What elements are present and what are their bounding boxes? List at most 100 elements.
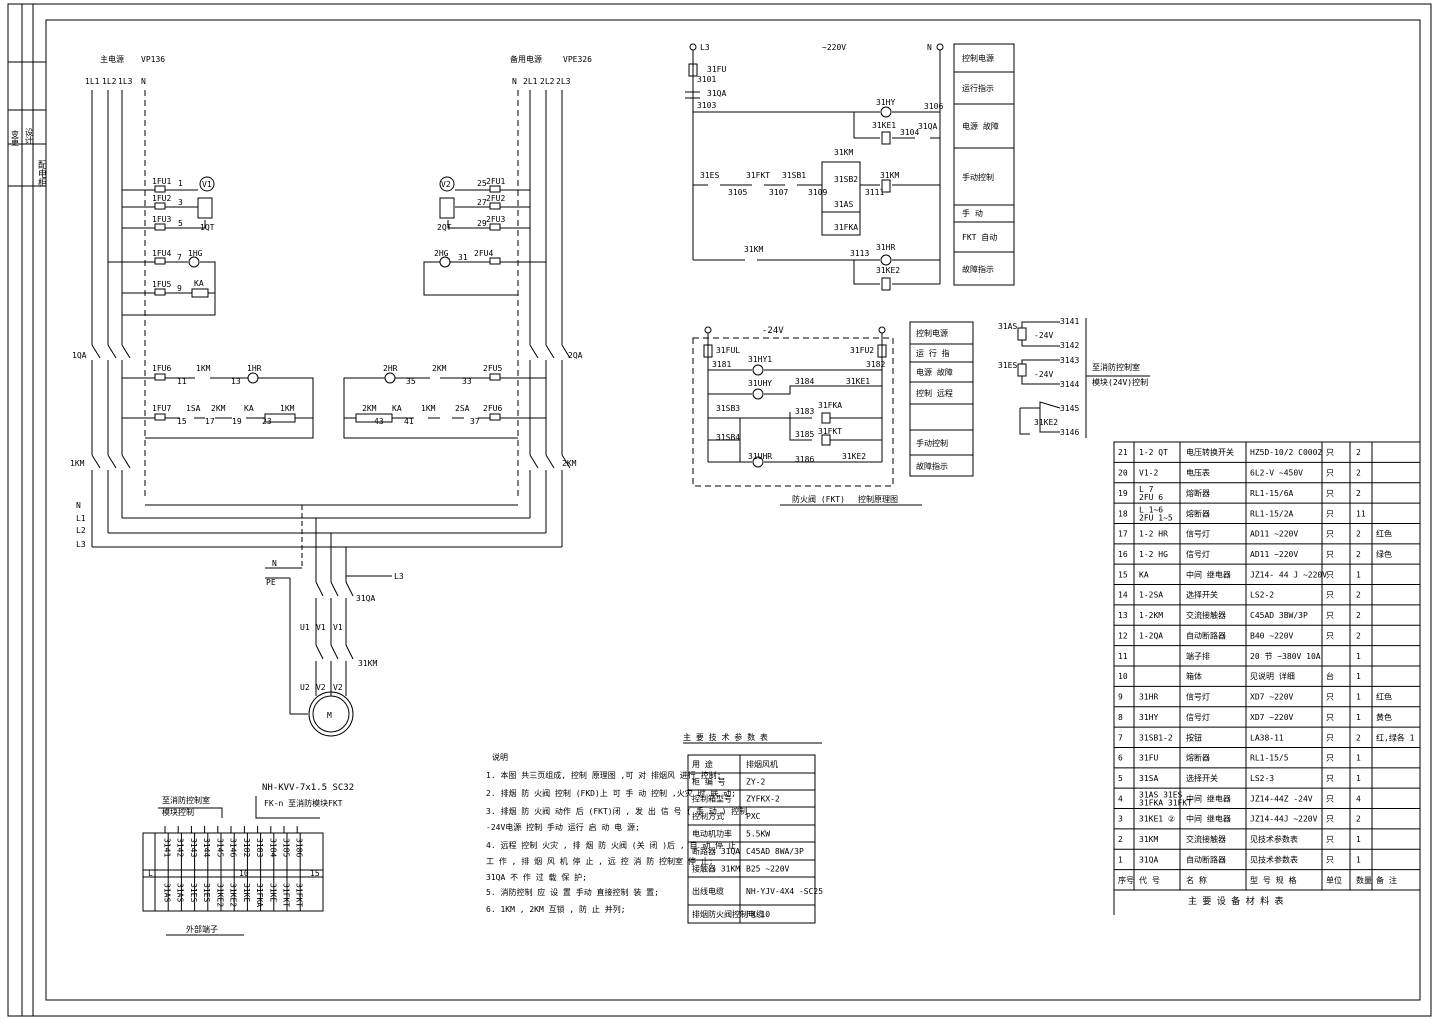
wire-9: 9 [177,284,182,293]
bom-cell-18-2: 中间 继电器 [1186,814,1231,824]
coil-1km: 1KM [280,404,295,413]
notes-item-4: 4. 远程 控制 火灾 , 排 烟 防 火阀 (关 闭 )后 , 自 动 停 止 [486,840,736,850]
bom-cell-17-0: 4 [1118,794,1123,803]
bom-cell-7-0: 14 [1118,591,1128,600]
bom-cell-8-5: 2 [1356,611,1361,620]
motor-outer [308,691,354,737]
tb-cable-sub: FK-n 至消防模块 [264,798,328,808]
bom-cell-12-6: 红色 [1376,692,1392,702]
motor-l3-label: L3 [394,572,404,581]
bom-cell-3-1-0: L 1~6 [1139,505,1163,514]
bom-cell-14-3: LA38-11 [1250,733,1284,742]
io-term-4: 3145 [1060,404,1079,413]
tb-top-7: 3183 [255,838,264,857]
left-strip-r1: 变更 [11,129,20,147]
bom-cell-13-3: XD7 ~220V [1250,713,1294,722]
bom-cell-9-3: B40 ~220V [1250,631,1294,640]
right-phase-1: 2L1 [523,77,538,86]
bom-cell-6-1: KA [1139,570,1149,579]
ctrl-as: 31AS [834,200,853,209]
bom-cell-1-4: 只 [1326,469,1334,478]
right-breaker-2qa: 2QA [529,344,583,455]
wire-27: 27 [477,198,487,207]
io-es: 31ES [998,361,1017,370]
bom-cell-19-4: 只 [1326,835,1334,844]
bom-cell-0-5: 2 [1356,448,1361,457]
bom-cell-20-1: 31QA [1139,855,1158,864]
relay-ka: KA [194,279,204,288]
bom-cell-7-3: LS2-2 [1250,591,1274,600]
right-control-branch: 2FU5 2FU6 33 35 37 41 43 2KM 2HR 2SA 1KM… [343,364,546,439]
motor-symbol: M [327,711,332,720]
notes-title: 说明 [492,752,508,762]
terminal-block: NH-KVV-7x1.5 SC32 FK-n 至消防模块 FKT 至消防控制室 … [142,783,354,936]
notes-item-0: 1. 本图 共三页组成, 控制 原理图 ,可 对 排烟风 进行 控制; [486,770,721,780]
bom-header-4: 单位 [1326,875,1342,885]
bom-cell-6-0: 15 [1118,570,1128,579]
terminal-w2: V2 [333,683,343,692]
wire-33: 33 [462,377,472,386]
dc-uhy: 31UHY [748,379,772,388]
bom-cell-9-5: 2 [1356,631,1361,640]
ctrl-3107: 3107 [769,188,788,197]
tb-bottom-2: 31ES [189,883,198,902]
bom-cell-3-5: 11 [1356,509,1366,518]
dc-3184: 3184 [795,377,814,386]
wire-31: 31 [458,253,468,262]
bom-cell-14-5: 2 [1356,733,1361,742]
wire-1: 1 [178,179,183,188]
dc-voltage: -24V [762,326,784,336]
bom-cell-9-2: 自动断路器 [1186,630,1226,640]
bom-cell-5-3: AD11 ~220V [1250,550,1298,559]
bom-cell-1-5: 2 [1356,469,1361,478]
bom-cell-15-3: RL1-15/5 [1250,754,1289,763]
io-24v-b: -24V [1034,370,1053,379]
bom-cell-11-5: 1 [1356,672,1361,681]
switch-1sa: 1SA [186,404,201,413]
bom-cell-13-1: 31HY [1139,713,1158,722]
bom-header-5: 数量 [1356,875,1372,885]
motor-km-label: 31KM [358,659,377,668]
bom-cell-11-4: 台 [1326,671,1334,681]
bom-cell-18-3: JZ14-44J ~220V [1250,815,1318,824]
bom-cell-2-1-1: 2FU 6 [1139,493,1163,502]
right-contactor-2km: 2KM [529,454,577,469]
bom-cell-1-2: 电压表 [1186,468,1210,478]
terminal-w1: V1 [333,623,343,632]
coil-2km: 2KM [362,404,377,413]
tb-top-2: 3143 [189,838,198,857]
bom-cell-16-3: LS2-3 [1250,774,1274,783]
ctrl-km-coil: 31KM [880,171,899,180]
right-signal-branch: 2FU4 31 2HG [423,249,546,296]
bus-l3: L3 [76,540,86,549]
wire-15: 15 [177,417,187,426]
ctrl-3105: 3105 [728,188,747,197]
ctrl-3106: 3106 [924,102,943,111]
wire-13: 13 [231,377,241,386]
dc-legend-3: 控制 远程 [916,388,953,398]
tb-bottom-5: 31KE2 [229,883,238,907]
meter-v2: V2 [441,180,451,189]
fu-1fu7: 1FU7 [152,404,171,413]
left-contactor-label: 1KM [70,459,85,468]
ctrl-l3: L3 [700,43,710,52]
bom-cell-1-3: 6L2-V ~450V [1250,469,1303,478]
switch-2qt: 2QT [437,223,452,232]
ctrl-legend-5: FKT 自动 [962,232,997,242]
io-note2: 模块(24V)控制 [1092,377,1148,387]
tb-bottom-4: 31KE2 [215,883,224,907]
motor-inner [312,695,350,733]
bom-cell-3-1-1: 2FU 1~5 [1139,513,1173,522]
ctrl-sb1: 31SB1 [782,171,806,180]
bom-cell-20-2: 自动断路器 [1186,854,1226,864]
bom-cell-13-2: 信号灯 [1186,712,1210,722]
bom-cell-7-2: 选择开关 [1186,590,1218,600]
tb-top-8: 3184 [268,838,277,857]
param-key-8: 排烟防火阀控制电缆 [692,909,764,919]
bom-cell-13-0: 8 [1118,713,1123,722]
io-term-3: 3144 [1060,380,1079,389]
bom-cell-12-4: 只 [1326,693,1334,702]
left-source-label: 主电源 [100,54,124,64]
bom-cell-6-3: JZ14- 44 J ~220V [1250,570,1327,579]
